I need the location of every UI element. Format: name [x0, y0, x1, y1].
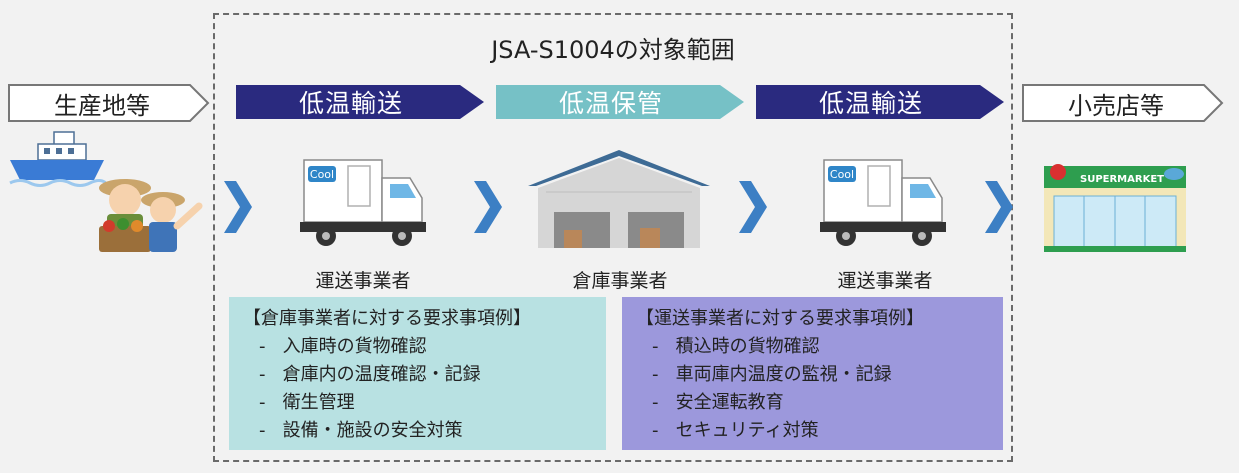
chevron-right-icon: [985, 181, 1013, 233]
store-sign: SUPERMARKET: [1080, 174, 1164, 185]
truck-badge: Cool: [830, 168, 854, 181]
truck-badge: Cool: [310, 168, 334, 181]
origin-node: 生産地等: [8, 84, 210, 122]
requirement-item: 車両庫内温度の監視・記録: [652, 361, 989, 389]
requirement-item: セキュリティ対策: [652, 417, 989, 445]
stage-transport-2: 低温輸送: [756, 85, 1004, 119]
origin-label: 生産地等: [54, 91, 150, 120]
retail-node: 小売店等: [1022, 84, 1224, 122]
transport-requirements-title: 【運送事業者に対する要求事項例】: [636, 308, 924, 329]
transport-requirements-box: 【運送事業者に対する要求事項例】 積込時の貨物確認 車両庫内温度の監視・記録 安…: [622, 297, 1003, 450]
chevron-right-icon: [739, 181, 767, 233]
chevron-right-icon: [474, 181, 502, 233]
requirement-item: 設備・施設の安全対策: [259, 417, 592, 445]
warehouse-requirements-title: 【倉庫事業者に対する要求事項例】: [243, 308, 531, 329]
chevron-right-icon: [224, 181, 252, 233]
truck-icon: Cool: [820, 159, 946, 246]
requirement-item: 安全運転教育: [652, 389, 989, 417]
actor-label-warehouse: 倉庫事業者: [572, 270, 668, 292]
retail-label: 小売店等: [1068, 91, 1164, 120]
stage-storage: 低温保管: [496, 85, 744, 119]
warehouse-icon: [528, 150, 710, 248]
supermarket-icon: SUPERMARKET: [1044, 164, 1186, 252]
requirement-item: 衛生管理: [259, 389, 592, 417]
scope-title: JSA-S1004の対象範囲: [491, 36, 735, 64]
stage-transport-1: 低温輸送: [236, 85, 484, 119]
farmers-icon: [99, 179, 203, 252]
warehouse-requirements-box: 【倉庫事業者に対する要求事項例】 入庫時の貨物確認 倉庫内の温度確認・記録 衛生…: [229, 297, 606, 450]
requirement-item: 積込時の貨物確認: [652, 333, 989, 361]
scope-boundary: [213, 13, 1013, 462]
ship-icon: [9, 131, 106, 187]
requirement-item: 倉庫内の温度確認・記録: [259, 361, 592, 389]
actor-label-transport-1: 運送事業者: [315, 270, 411, 292]
actor-label-transport-2: 運送事業者: [837, 270, 933, 292]
truck-icon: Cool: [300, 159, 426, 246]
requirement-item: 入庫時の貨物確認: [259, 333, 592, 361]
